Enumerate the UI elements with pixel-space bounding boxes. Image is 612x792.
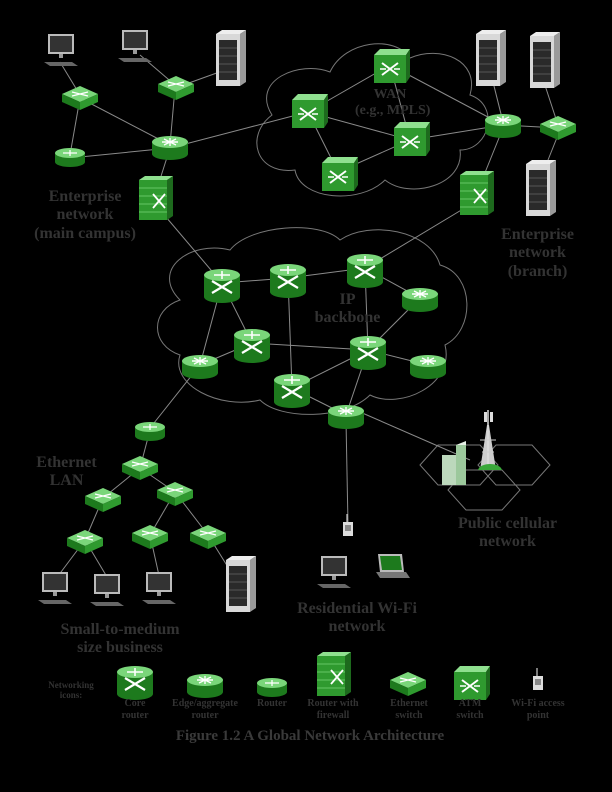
residential-label: Residential Wi-Fi network [297, 600, 417, 636]
legend-atm-switch: ATM switch [456, 698, 484, 721]
wan-label: WAN (e.g., MPLS) [355, 87, 431, 119]
legend-wifi-ap: Wi-Fi access point [511, 698, 565, 721]
legend-firewall: Router with firewall [307, 698, 359, 721]
legend-title: Networking icons: [48, 680, 94, 701]
legend-edge-router: Edge/aggregate router [172, 698, 238, 721]
legend-core-router: Core router [121, 698, 149, 721]
enterprise-branch-label: Enterprise network (branch) [501, 226, 574, 280]
enterprise-main-label: Enterprise network (main campus) [34, 188, 136, 242]
residential-devices [317, 513, 410, 588]
enterprise-branch-devices [459, 29, 577, 217]
legend-router: Router [257, 698, 287, 709]
legend-ethernet-switch: Ethernet switch [390, 698, 428, 721]
ethernet-lan-label: Ethernet LAN [36, 454, 97, 490]
cell-tower-icon [478, 410, 502, 470]
building-icon [442, 441, 466, 485]
ethernet-lan-devices [38, 421, 257, 613]
figure-caption: Figure 1.2 A Global Network Architecture [175, 728, 445, 744]
ip-backbone-devices [181, 252, 447, 430]
wan-cloud [256, 43, 489, 197]
public-cellular-label: Public cellular network [457, 515, 558, 551]
legend-icons [115, 651, 544, 702]
small-business-label: Small-to-medium size business [60, 621, 180, 657]
wan-devices [291, 48, 431, 192]
ip-backbone-label: IP backbone [314, 291, 381, 327]
ip-backbone-cloud [157, 227, 468, 415]
